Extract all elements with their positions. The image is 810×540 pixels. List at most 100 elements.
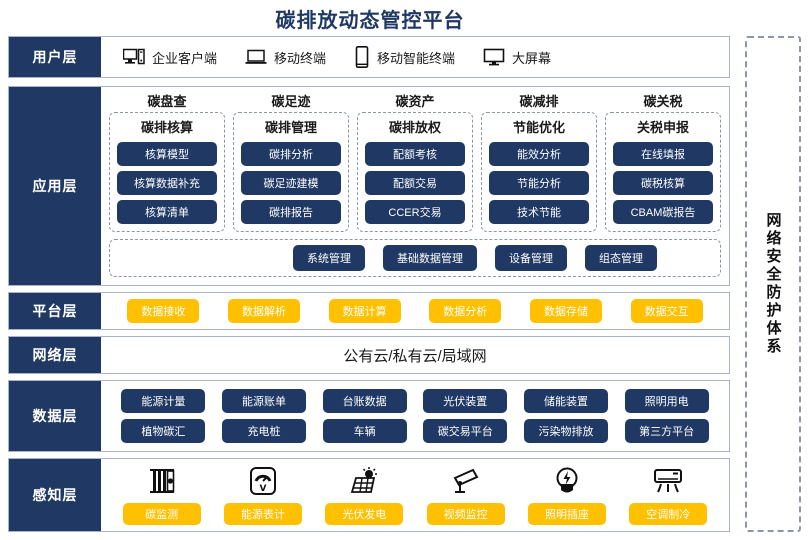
smartphone-icon [354,46,370,68]
data-row: 能源计量 能源账单 台账数据 光伏装置 储能装置 照明用电 [113,389,717,413]
data-row: 植物碳汇 充电桩 车辆 碳交易平台 污染物排放 第三方平台 [113,419,717,443]
layer-user-body: 企业客户端 移动终端 移动智能终端 [101,37,729,77]
management-item[interactable]: 基础数据管理 [383,245,477,271]
app-item[interactable]: 碳税核算 [613,171,713,195]
group-title: 碳足迹 [271,94,311,109]
sense-item-lighting-socket[interactable]: 照明插座 [527,465,606,525]
sense-item-label: 视频监控 [426,503,505,525]
group-box: 关税申报 在线填报 碳税核算 CBAM碳报告 [605,112,721,232]
layer-sense: 感知层 碳监测 V 能源表计 [8,458,730,532]
layer-data-body: 能源计量 能源账单 台账数据 光伏装置 储能装置 照明用电 植物碳汇 充电桩 车… [101,381,729,451]
platform-item[interactable]: 数据存储 [529,299,602,323]
group-title: 碳资产 [395,94,435,109]
user-item-enterprise-client[interactable]: 企业客户端 [122,48,218,67]
platform-item[interactable]: 数据计算 [328,299,401,323]
user-item-large-screen[interactable]: 大屏幕 [483,48,551,67]
data-item[interactable]: 污染物排放 [523,419,608,443]
data-item[interactable]: 照明用电 [624,389,709,413]
layer-application-label: 应用层 [9,87,101,285]
app-item[interactable]: 核算数据补充 [117,171,217,195]
user-items: 企业客户端 移动终端 移动智能终端 [101,46,729,68]
app-group-carbon-reduction: 碳减排 节能优化 能效分析 节能分析 技术节能 [481,91,597,232]
group-box: 碳排管理 碳排分析 碳足迹建模 碳排报告 [233,112,349,232]
layer-data-label: 数据层 [9,381,101,451]
data-item[interactable]: 能源计量 [121,389,206,413]
user-item-label: 大屏幕 [512,50,552,66]
group-title: 碳减排 [519,94,559,109]
group-subtitle: 节能优化 [512,120,565,135]
laptop-icon [245,48,267,66]
sense-items: 碳监测 V 能源表计 光伏发电 [101,465,729,525]
sense-item-video-surveillance[interactable]: 视频监控 [426,465,505,525]
group-box: 碳排核算 核算模型 核算数据补充 核算清单 [109,112,225,232]
layer-sense-body: 碳监测 V 能源表计 光伏发电 [101,459,729,531]
svg-text:V: V [260,484,267,494]
management-box: 系统管理 基础数据管理 设备管理 组态管理 [109,239,721,277]
app-item[interactable]: 节能分析 [489,171,589,195]
platform-item[interactable]: 数据接收 [127,299,200,323]
app-item[interactable]: CCER交易 [365,200,465,224]
data-item[interactable]: 植物碳汇 [121,419,206,443]
sense-item-label: 能源表计 [223,503,302,525]
platform-item[interactable]: 数据交互 [630,299,703,323]
app-item[interactable]: 配额考核 [365,142,465,166]
data-item[interactable]: 光伏装置 [423,389,508,413]
sense-item-energy-meter[interactable]: V 能源表计 [223,465,302,525]
app-item[interactable]: 在线填报 [613,142,713,166]
app-group-carbon-inventory: 碳盘查 碳排核算 核算模型 核算数据补充 核算清单 [109,91,225,232]
data-item[interactable]: 台账数据 [322,389,407,413]
desktop-tower-icon [122,48,145,66]
sense-item-carbon-monitor[interactable]: 碳监测 [122,465,201,525]
app-item[interactable]: 碳排分析 [241,142,341,166]
app-item[interactable]: 核算清单 [117,200,217,224]
application-groups: 碳盘查 碳排核算 核算模型 核算数据补充 核算清单 碳足迹 碳排管理 碳排分析 … [109,91,721,232]
user-item-mobile-terminal[interactable]: 移动终端 [245,48,326,67]
layer-network-body: 公有云/私有云/局域网 [101,337,729,373]
data-item[interactable]: 车辆 [322,419,407,443]
sense-item-label: 光伏发电 [325,503,404,525]
security-sidebar-label: 网络安全防护体系 [764,212,782,356]
app-group-carbon-tariff: 碳关税 关税申报 在线填报 碳税核算 CBAM碳报告 [605,91,721,232]
app-item[interactable]: 技术节能 [489,200,589,224]
energy-meter-icon: V [249,465,277,497]
management-item[interactable]: 系统管理 [293,245,365,271]
layer-user: 用户层 企业客户端 移动终端 [8,36,730,78]
data-item[interactable]: 储能装置 [523,389,608,413]
data-item[interactable]: 第三方平台 [624,419,709,443]
app-item[interactable]: 能效分析 [489,142,589,166]
sense-item-solar-power[interactable]: 光伏发电 [325,465,404,525]
group-title: 碳关税 [643,94,683,109]
user-item-smart-mobile-terminal[interactable]: 移动智能终端 [354,46,455,68]
app-item[interactable]: 配额交易 [365,171,465,195]
app-group-carbon-asset: 碳资产 碳排放权 配额考核 配额交易 CCER交易 [357,91,473,232]
management-item[interactable]: 组态管理 [585,245,657,271]
group-box: 节能优化 能效分析 节能分析 技术节能 [481,112,597,232]
platform-item[interactable]: 数据分析 [429,299,502,323]
data-rows: 能源计量 能源账单 台账数据 光伏装置 储能装置 照明用电 植物碳汇 充电桩 车… [101,383,729,449]
app-item[interactable]: 碳足迹建模 [241,171,341,195]
data-item[interactable]: 碳交易平台 [423,419,508,443]
layer-platform-label: 平台层 [9,293,101,329]
user-item-label: 企业客户端 [152,50,218,66]
air-conditioner-icon [652,465,684,497]
security-sidebar: 网络安全防护体系 [745,36,801,532]
group-title: 碳盘查 [147,94,187,109]
platform-item[interactable]: 数据解析 [227,299,300,323]
app-item[interactable]: 碳排报告 [241,200,341,224]
sense-item-air-conditioning[interactable]: 空调制冷 [629,465,708,525]
data-item[interactable]: 能源账单 [221,389,306,413]
layer-user-label: 用户层 [9,37,101,77]
management-item[interactable]: 设备管理 [495,245,567,271]
data-item[interactable]: 充电桩 [221,419,306,443]
layer-application: 应用层 碳盘查 碳排核算 核算模型 核算数据补充 核算清单 碳足迹 碳排管理 [8,86,730,286]
monitor-icon [483,48,505,66]
layer-sense-label: 感知层 [9,459,101,531]
app-item[interactable]: 核算模型 [117,142,217,166]
layer-platform: 平台层 数据接收 数据解析 数据计算 数据分析 数据存储 数据交互 [8,292,730,330]
user-item-label: 移动终端 [274,50,327,66]
solar-panel-icon [349,465,379,497]
sense-item-label: 空调制冷 [629,503,708,525]
app-item[interactable]: CBAM碳报告 [613,200,713,224]
group-subtitle: 碳排放权 [388,120,441,135]
